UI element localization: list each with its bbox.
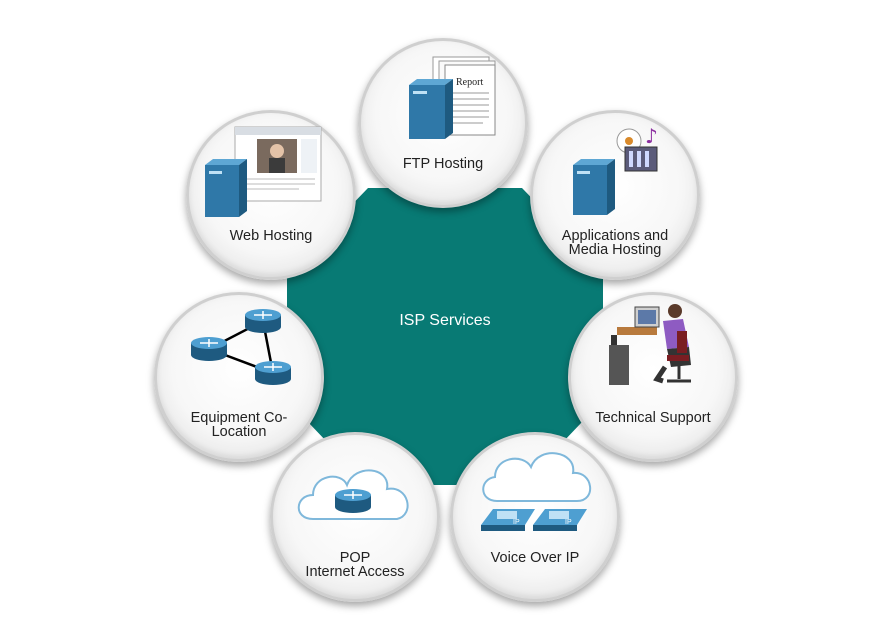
svg-text:♪: ♪ bbox=[645, 124, 658, 148]
pop-illustration bbox=[297, 469, 409, 520]
ftp-hosting-node[interactable]: Report FTP Hosting bbox=[358, 38, 528, 208]
apps-media-label: Applications and Media Hosting bbox=[541, 228, 689, 258]
colo-illustration bbox=[191, 309, 291, 385]
voice-over-ip-label: Voice Over IP bbox=[490, 550, 580, 566]
ip-phone-icon: IP bbox=[533, 509, 587, 531]
ip-phone-label-2: IP bbox=[565, 519, 572, 526]
colo-label-line1: Equipment Co- bbox=[190, 410, 288, 426]
equipment-colocation-label: Equipment Co- Location bbox=[165, 410, 313, 440]
web-hosting-node[interactable]: Web Hosting bbox=[186, 110, 356, 280]
apps-media-label-line1: Applications and bbox=[561, 228, 669, 244]
ftp-hosting-label: FTP Hosting bbox=[402, 156, 484, 172]
media-icon: ♪ bbox=[616, 124, 658, 172]
pop-label-line1: POP bbox=[339, 550, 371, 566]
technical-support-node[interactable]: Technical Support bbox=[568, 292, 738, 462]
router-icon bbox=[255, 361, 291, 385]
pop-internet-access-node[interactable]: POP Internet Access bbox=[270, 432, 440, 602]
web-hosting-label: Web Hosting bbox=[229, 228, 313, 244]
ip-phone-icon: IP bbox=[481, 509, 535, 531]
router-icon bbox=[191, 337, 227, 361]
router-icon bbox=[245, 309, 281, 333]
apps-media-label-line2: Media Hosting bbox=[568, 242, 662, 258]
apps-illustration: ♪ bbox=[573, 124, 658, 215]
center-label: ISP Services bbox=[399, 312, 491, 329]
server-icon bbox=[205, 159, 247, 217]
support-illustration bbox=[609, 304, 691, 385]
cloud-icon bbox=[482, 452, 592, 502]
voip-illustration: IP IP bbox=[481, 452, 592, 531]
report-text: Report bbox=[456, 77, 483, 88]
pop-label-line2: Internet Access bbox=[305, 564, 405, 580]
equipment-colocation-node[interactable]: Equipment Co- Location bbox=[154, 292, 324, 462]
isp-center-shape bbox=[287, 188, 603, 485]
router-icon bbox=[335, 489, 371, 513]
web-illustration bbox=[205, 126, 322, 217]
technician-workstation-icon bbox=[609, 304, 691, 385]
ftp-illustration: Report bbox=[409, 56, 496, 139]
webpage-icon bbox=[234, 126, 322, 202]
server-icon bbox=[409, 79, 453, 139]
technical-support-label: Technical Support bbox=[595, 410, 711, 426]
apps-media-hosting-node[interactable]: ♪ Applications and Media Hosting bbox=[530, 110, 700, 280]
server-icon bbox=[573, 159, 615, 215]
pop-internet-label: POP Internet Access bbox=[281, 550, 429, 580]
ip-phone-label-1: IP bbox=[513, 519, 520, 526]
colo-label-line2: Location bbox=[211, 424, 267, 440]
voice-over-ip-node[interactable]: IP IP Voice Over IP bbox=[450, 432, 620, 602]
